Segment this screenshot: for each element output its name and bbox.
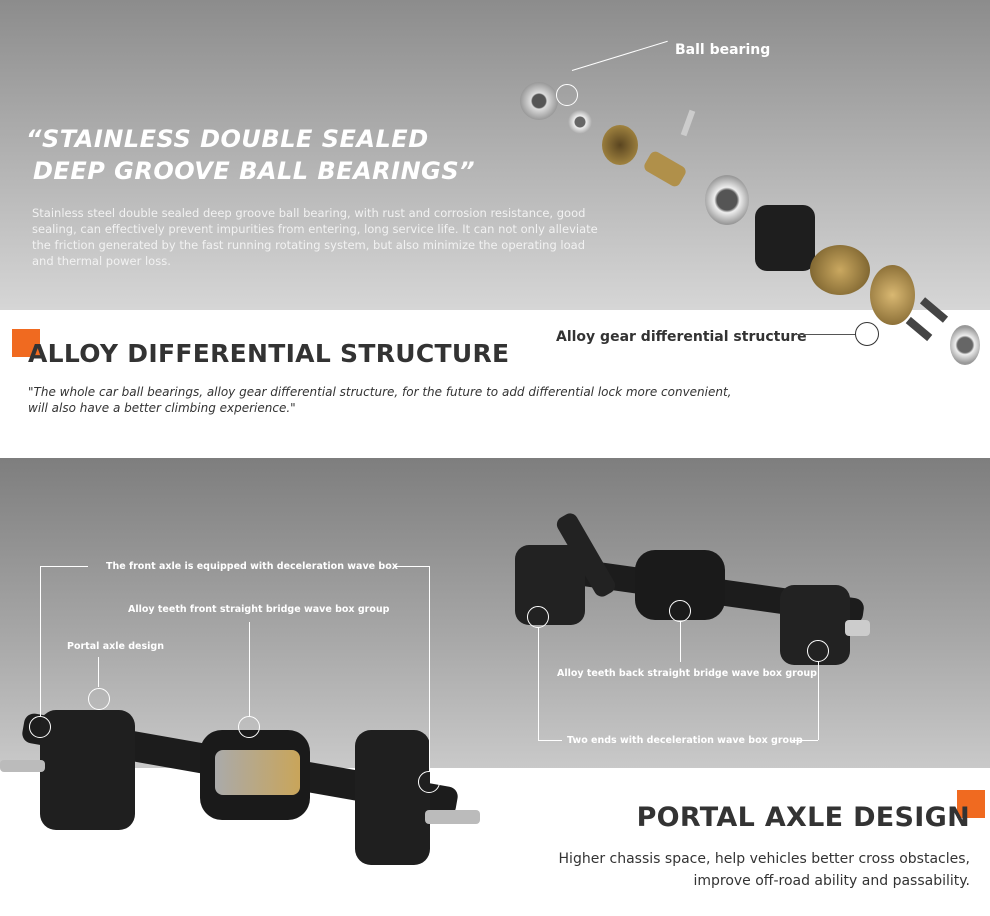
front-axle-bracket-right-top	[395, 566, 429, 567]
front-group-marker	[238, 716, 260, 738]
portal-heading: PORTAL AXLE DESIGN	[636, 802, 970, 833]
portal-description-line2: improve off-road ability and passability…	[693, 873, 970, 889]
front-axle-bracket	[40, 566, 88, 567]
front-axle-bracket-left	[40, 566, 41, 716]
bearings-description: Stainless steel double sealed deep groov…	[32, 206, 598, 268]
accent-square	[12, 329, 40, 357]
two-ends-callout: Two ends with deceleration wave box grou…	[567, 735, 803, 746]
ball-bearing-marker	[556, 84, 578, 106]
front-group-callout: Alloy teeth front straight bridge wave b…	[128, 604, 390, 615]
portal-callout: Portal axle design	[67, 641, 164, 652]
portal-description-line1: Higher chassis space, help vehicles bett…	[558, 851, 970, 867]
exploded-parts-image	[510, 70, 990, 380]
two-ends-marker-left	[527, 606, 549, 628]
ball-bearing-callout: Ball bearing	[675, 42, 771, 58]
portal-section	[0, 768, 990, 916]
differential-description: "The whole car ball bearings, alloy gear…	[28, 385, 732, 415]
differential-heading: ALLOY DIFFERENTIAL STRUCTURE	[28, 339, 510, 368]
differential-marker	[855, 322, 879, 346]
two-ends-marker-right	[807, 640, 829, 662]
back-group-marker	[669, 600, 691, 622]
portal-marker	[88, 688, 110, 710]
two-ends-bracket-br	[792, 740, 818, 741]
bearings-heading-line1: “STAINLESS DOUBLE SEALED	[26, 125, 429, 153]
accent-square-bottom	[957, 790, 985, 818]
front-axle-marker-right	[418, 771, 440, 793]
two-ends-bracket-right	[818, 662, 819, 740]
front-group-leader	[249, 622, 250, 717]
rear-axle-image	[495, 505, 895, 665]
two-ends-bracket-bl	[538, 740, 562, 741]
portal-leader	[98, 657, 99, 687]
front-axle-image	[0, 690, 480, 890]
differential-callout-text: Alloy gear differential structure	[556, 329, 807, 345]
portal-description: Higher chassis space, help vehicles bett…	[559, 848, 970, 892]
differential-leader	[795, 334, 855, 335]
front-axle-marker	[29, 716, 51, 738]
two-ends-bracket-left	[538, 628, 539, 740]
back-group-leader	[680, 622, 681, 662]
front-axle-callout: The front axle is equipped with decelera…	[106, 561, 398, 572]
back-group-callout: Alloy teeth back straight bridge wave bo…	[557, 668, 817, 679]
differential-callout: Alloy gear differential structure	[556, 326, 807, 345]
front-axle-bracket-right	[429, 566, 430, 771]
bearings-heading-line2: DEEP GROOVE BALL BEARINGS”	[33, 157, 476, 185]
